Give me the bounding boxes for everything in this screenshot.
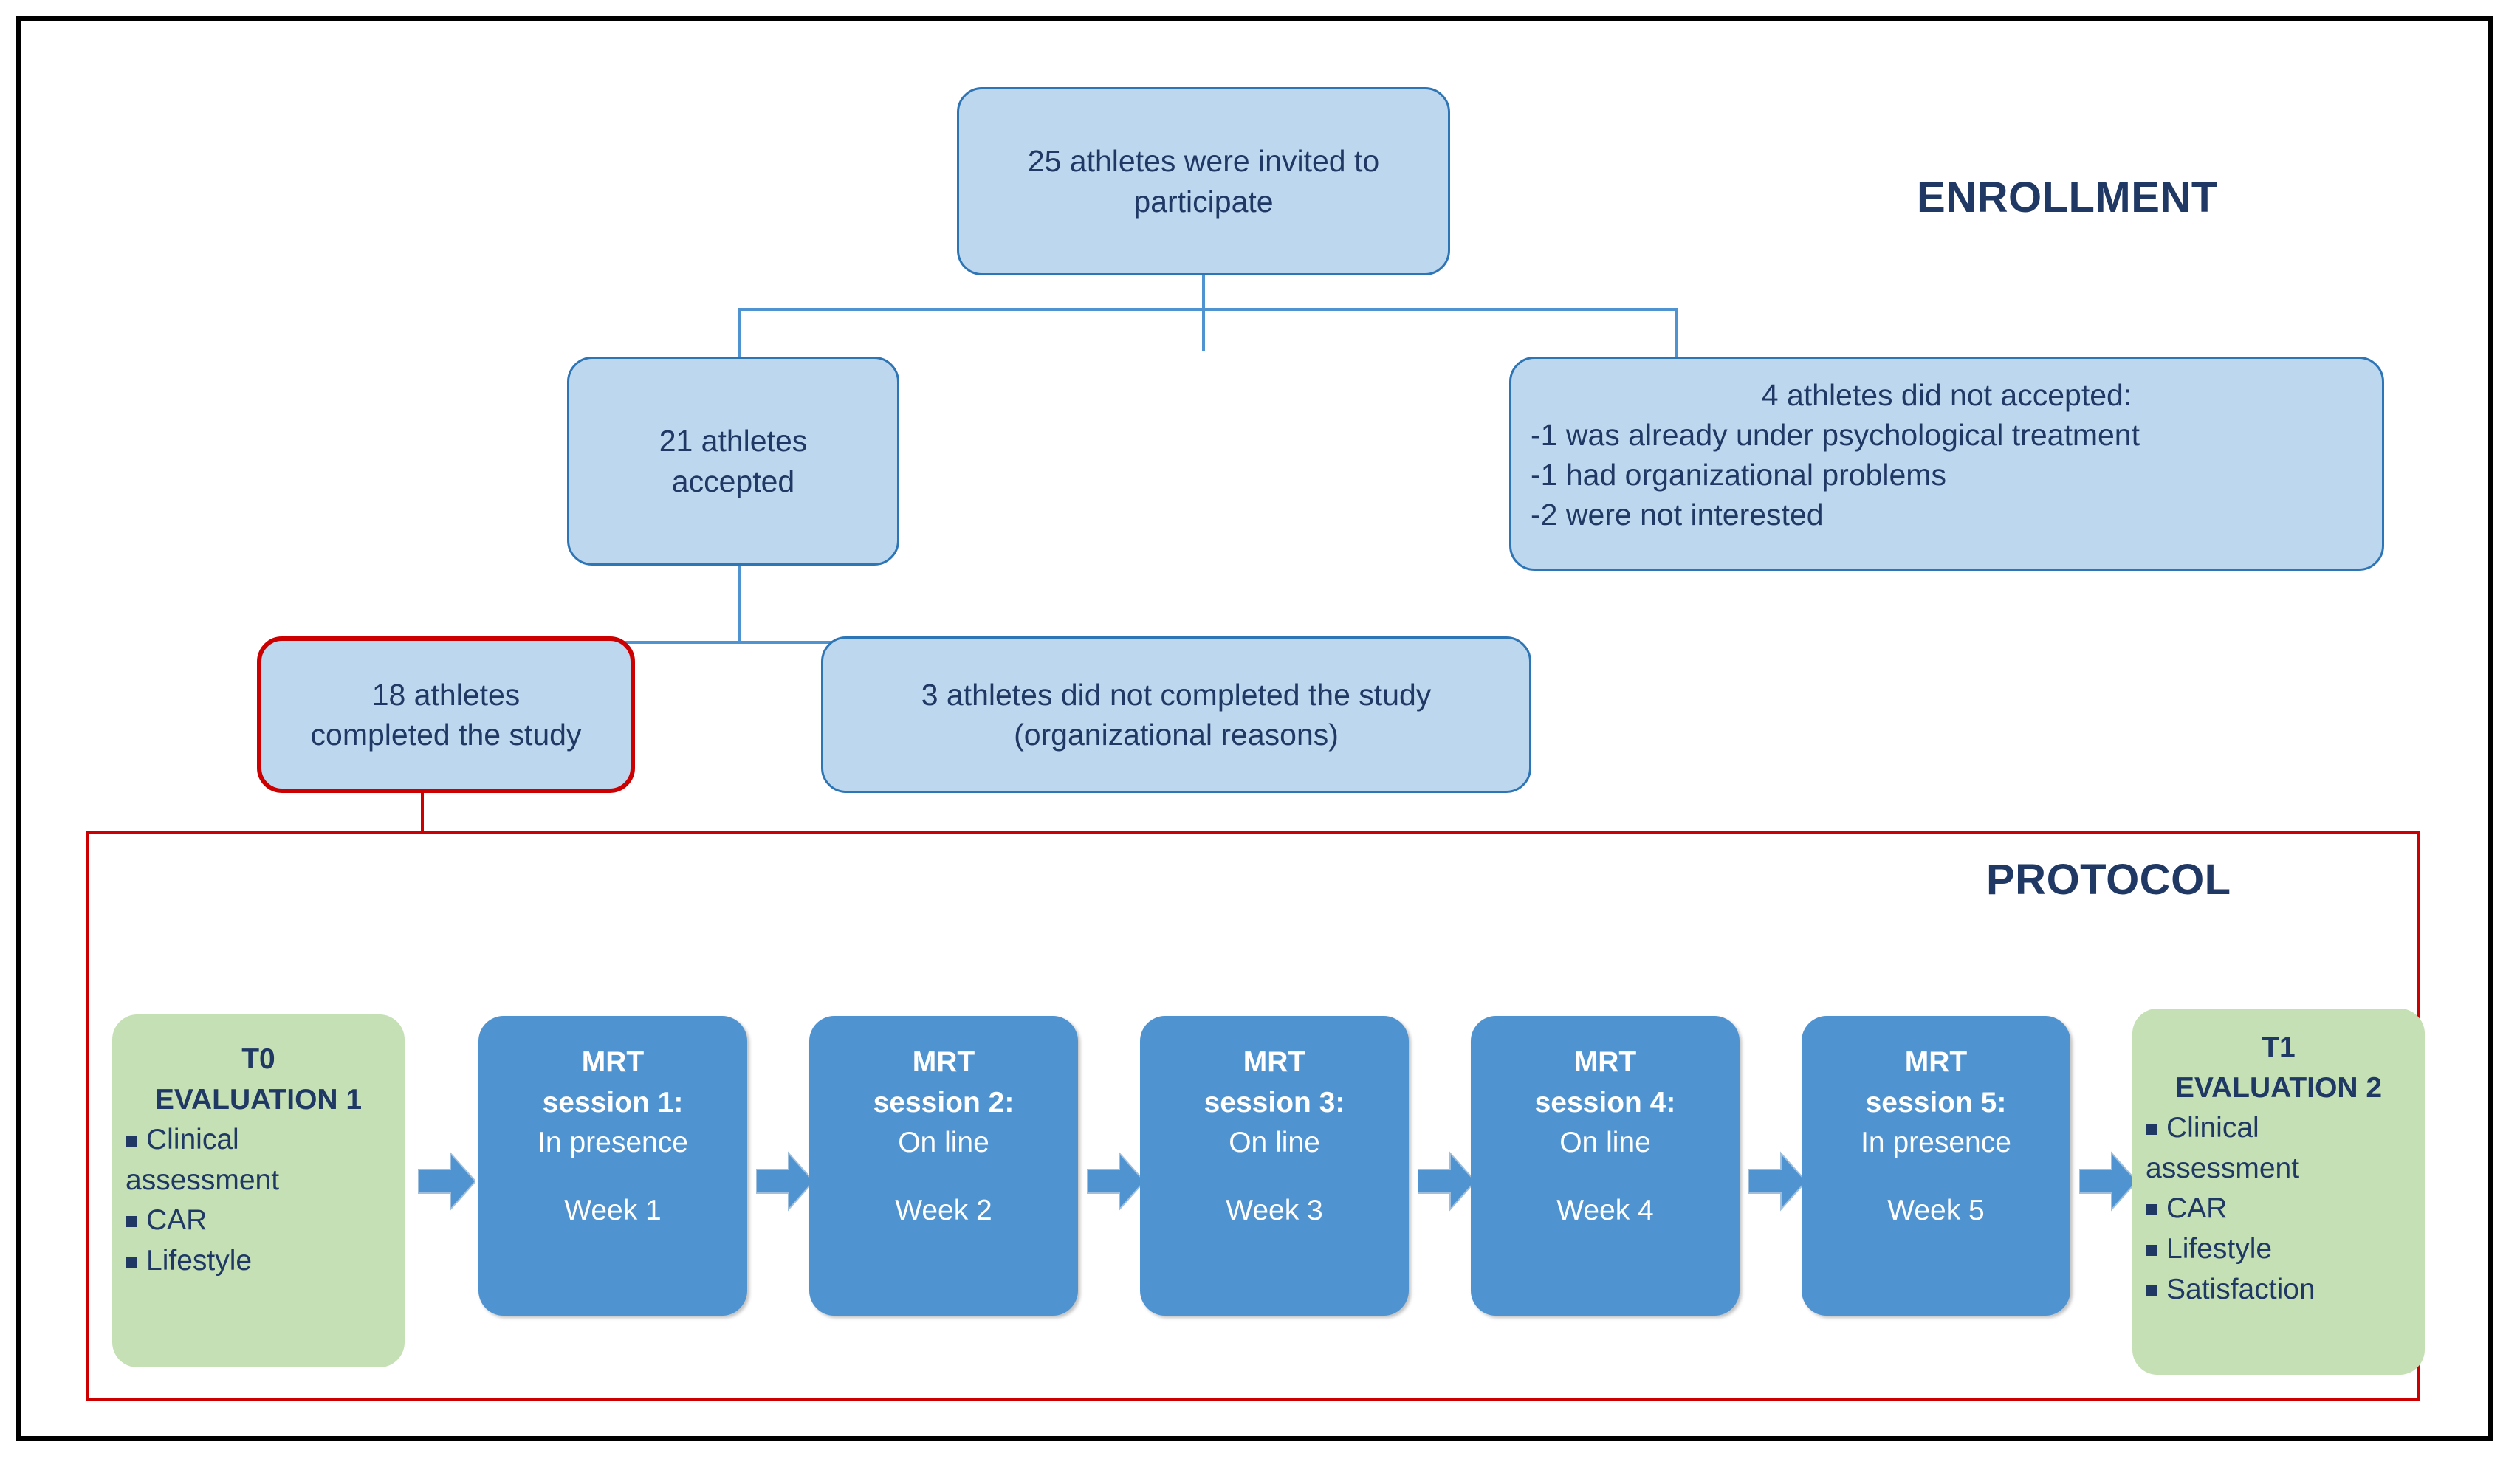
node-mrt-4-subtitle: session 4: bbox=[1534, 1086, 1676, 1119]
node-invited-line1: 25 athletes were invited to bbox=[1027, 144, 1380, 179]
node-not-completed-line2: (organizational reasons) bbox=[1014, 718, 1339, 752]
bullet-square-icon bbox=[126, 1256, 137, 1268]
node-completed: 18 athletes completed the study bbox=[257, 636, 635, 793]
arrow-right-icon-2 bbox=[756, 1151, 814, 1212]
node-t0-item-0-b: assessment bbox=[126, 1164, 280, 1196]
node-mrt-3-week: Week 3 bbox=[1226, 1194, 1323, 1226]
bullet-square-icon bbox=[2146, 1204, 2157, 1216]
node-t0-item-1: CAR bbox=[146, 1204, 207, 1237]
node-not-accepted: 4 athletes did not accepted: -1 was alre… bbox=[1509, 357, 2384, 571]
bullet-square-icon bbox=[2146, 1285, 2157, 1296]
node-t1-evaluation: T1 EVALUATION 2 Clinical assessment CAR … bbox=[2132, 1009, 2425, 1375]
node-t1-item-1-wrap: CAR bbox=[2146, 1189, 2425, 1229]
arrow-right-icon-3 bbox=[1087, 1151, 1144, 1212]
node-t0-label-line1: T0 bbox=[241, 1043, 275, 1075]
node-mrt-2-mode: On line bbox=[898, 1127, 989, 1159]
node-completed-line1: 18 athletes bbox=[371, 677, 521, 712]
node-mrt-session-1: MRT session 1: In presence Week 1 bbox=[478, 1016, 747, 1316]
bullet-square-icon bbox=[126, 1216, 137, 1228]
node-t0-label-line2: EVALUATION 1 bbox=[154, 1083, 363, 1116]
node-t1-label-line2: EVALUATION 2 bbox=[2174, 1071, 2383, 1104]
node-mrt-session-5: MRT session 5: In presence Week 5 bbox=[1802, 1016, 2070, 1316]
connector-to-not-accepted bbox=[1675, 308, 1678, 357]
node-t1-item-3: Satisfaction bbox=[2166, 1273, 2315, 1305]
node-invited: 25 athletes were invited to participate bbox=[957, 87, 1450, 275]
arrow-right-icon-4 bbox=[1418, 1151, 1475, 1212]
node-mrt-2-subtitle: session 2: bbox=[873, 1086, 1014, 1119]
node-mrt-3-title: MRT bbox=[1243, 1046, 1306, 1078]
connector-accepted-trunk bbox=[738, 566, 741, 643]
node-t0-evaluation: T0 EVALUATION 1 Clinical assessment CAR … bbox=[112, 1014, 405, 1367]
node-t1-item-0-a: Clinical bbox=[2166, 1112, 2259, 1144]
node-t1-item-0-wrap: Clinical bbox=[2146, 1108, 2425, 1149]
node-mrt-1-subtitle: session 1: bbox=[542, 1086, 684, 1119]
node-t1-item-0-b: assessment bbox=[2146, 1152, 2300, 1184]
node-mrt-3-subtitle: session 3: bbox=[1204, 1086, 1345, 1119]
node-not-accepted-reason-3: -2 were not interested bbox=[1531, 498, 1824, 532]
node-mrt-session-2: MRT session 2: On line Week 2 bbox=[809, 1016, 1078, 1316]
node-mrt-5-mode: In presence bbox=[1861, 1127, 2011, 1159]
connector-completed-to-protocol bbox=[421, 793, 424, 834]
node-mrt-1-title: MRT bbox=[581, 1046, 645, 1078]
node-t1-label-line1: T1 bbox=[2262, 1031, 2296, 1063]
node-mrt-3-mode: On line bbox=[1229, 1127, 1320, 1159]
arrow-right-icon-5 bbox=[1748, 1151, 1806, 1212]
bullet-square-icon bbox=[126, 1136, 137, 1147]
node-t1-item-2: Lifestyle bbox=[2166, 1232, 2273, 1265]
node-mrt-1-week: Week 1 bbox=[564, 1194, 662, 1226]
node-accepted-line2: accepted bbox=[671, 464, 795, 498]
enrollment-section-title: ENROLLMENT bbox=[1917, 174, 2218, 221]
arrow-right-icon-1 bbox=[418, 1151, 475, 1212]
node-t0-item-2-wrap: Lifestyle bbox=[126, 1241, 405, 1282]
node-accepted-line1: 21 athletes bbox=[659, 424, 808, 458]
node-mrt-session-3: MRT session 3: On line Week 3 bbox=[1140, 1016, 1409, 1316]
outer-border bbox=[16, 16, 2493, 1441]
node-mrt-2-title: MRT bbox=[912, 1046, 975, 1078]
node-t0-item-1-wrap: CAR bbox=[126, 1201, 405, 1241]
node-t0-item-2: Lifestyle bbox=[146, 1244, 253, 1277]
connector-level1-horizontal bbox=[738, 308, 1678, 311]
node-not-completed: 3 athletes did not completed the study (… bbox=[821, 636, 1531, 793]
node-mrt-4-week: Week 4 bbox=[1556, 1194, 1654, 1226]
node-t0-item-0-wrap: Clinical bbox=[126, 1120, 405, 1161]
bullet-square-icon bbox=[2146, 1244, 2157, 1256]
node-accepted: 21 athletes accepted bbox=[567, 357, 899, 566]
node-mrt-5-title: MRT bbox=[1904, 1046, 1968, 1078]
node-not-accepted-heading: 4 athletes did not accepted: bbox=[1761, 378, 2132, 412]
node-t1-item-2-wrap: Lifestyle bbox=[2146, 1229, 2425, 1270]
node-t1-item-3-wrap: Satisfaction bbox=[2146, 1270, 2425, 1311]
node-mrt-4-title: MRT bbox=[1573, 1046, 1637, 1078]
node-not-accepted-reason-2: -1 had organizational problems bbox=[1531, 458, 1946, 492]
node-t0-item-0-a: Clinical bbox=[146, 1124, 239, 1156]
node-not-accepted-reason-1: -1 was already under psychological treat… bbox=[1531, 418, 2140, 453]
node-completed-line2: completed the study bbox=[310, 718, 582, 752]
node-invited-line2: participate bbox=[1133, 184, 1274, 219]
node-mrt-session-4: MRT session 4: On line Week 4 bbox=[1471, 1016, 1740, 1316]
node-mrt-5-subtitle: session 5: bbox=[1865, 1086, 2007, 1119]
connector-invited-trunk bbox=[1202, 275, 1205, 351]
bullet-square-icon bbox=[2146, 1124, 2157, 1136]
node-mrt-4-mode: On line bbox=[1559, 1127, 1651, 1159]
protocol-section-title: PROTOCOL bbox=[1986, 856, 2231, 904]
connector-level2-horizontal bbox=[421, 641, 1085, 644]
node-mrt-5-week: Week 5 bbox=[1887, 1194, 1985, 1226]
connector-to-accepted bbox=[738, 308, 741, 357]
node-t1-item-1: CAR bbox=[2166, 1192, 2228, 1225]
node-not-completed-line1: 3 athletes did not completed the study bbox=[921, 677, 1432, 712]
arrow-right-icon-6 bbox=[2079, 1151, 2137, 1212]
node-mrt-2-week: Week 2 bbox=[895, 1194, 992, 1226]
node-mrt-1-mode: In presence bbox=[538, 1127, 688, 1159]
